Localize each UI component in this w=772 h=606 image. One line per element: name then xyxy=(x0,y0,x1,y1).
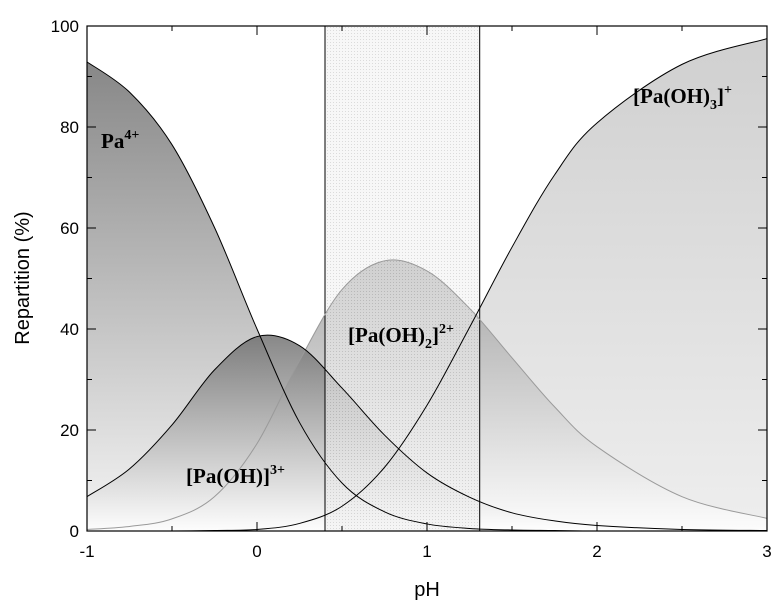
highlight-band xyxy=(324,25,481,532)
axis-ticks xyxy=(86,25,768,532)
y-tick-label: 80 xyxy=(60,118,79,137)
x-tick-label: -1 xyxy=(79,542,94,561)
x-tick-label: 0 xyxy=(252,542,261,561)
line-pa-oh2 xyxy=(87,259,767,530)
y-tick-label: 0 xyxy=(70,522,79,541)
y-axis-title: Repartition (%) xyxy=(12,211,34,344)
label-pa-oh2: [Pa(OH)2]2+ xyxy=(348,322,454,352)
x-tick-label: 2 xyxy=(592,542,601,561)
area-pa-oh3 xyxy=(87,38,767,531)
label-pa4: Pa4+ xyxy=(101,128,139,153)
y-tick-label: 40 xyxy=(60,320,79,339)
y-tick-label: 100 xyxy=(51,17,79,36)
x-axis-title: pH xyxy=(414,579,440,601)
y-tick-label: 20 xyxy=(60,421,79,440)
label-pa-oh: [Pa(OH)]3+ xyxy=(186,463,285,488)
y-tick-label: 60 xyxy=(60,219,79,238)
area-pa-oh xyxy=(87,335,767,531)
label-pa-oh3: [Pa(OH)3]+ xyxy=(633,83,732,113)
x-tick-label: 1 xyxy=(422,542,431,561)
x-tick-label: 3 xyxy=(762,542,771,561)
